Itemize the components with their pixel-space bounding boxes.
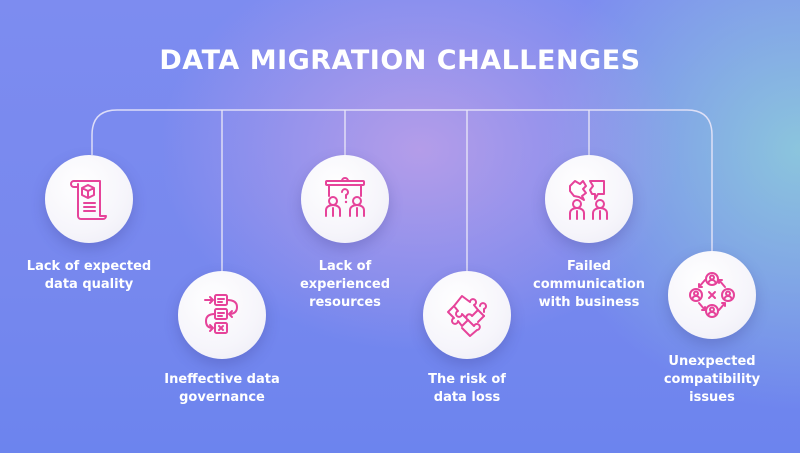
label-line: communication [532,277,646,292]
challenge-circle-compatibility [668,251,756,339]
challenge-label-data-quality: Lack of expected data quality [9,258,169,294]
label-line: Lack of expected [26,259,152,274]
label-line: Unexpected [668,354,756,369]
workflow-icon [204,294,238,334]
document-cube-icon [70,180,107,220]
challenge-circle-data-quality [45,155,133,243]
presentation-question-icon [325,177,365,217]
label-line: compatibility [663,372,761,387]
challenge-label-resources: Lack of experienced resources [265,258,425,312]
puzzle-question-icon [447,295,487,337]
label-line: Lack of [318,259,372,274]
page-title: DATA MIGRATION CHALLENGES [159,45,641,76]
challenge-label-data-loss: The risk of data loss [387,371,547,407]
challenge-label-communication: Failed communication with business [509,258,669,312]
challenge-circle-resources [301,155,389,243]
label-line: data loss [433,390,501,405]
challenge-circle-governance [178,271,266,359]
label-line: data quality [44,277,134,292]
label-line: Ineffective data [164,372,280,387]
label-line: experienced [299,277,391,292]
label-line: governance [179,390,265,405]
label-line: The risk of [428,372,506,387]
challenge-circle-data-loss [423,271,511,359]
people-cycle-icon [689,272,735,318]
label-line: with business [538,295,640,310]
label-line: issues [689,390,735,405]
speech-bubbles-people-icon [569,180,608,220]
challenge-label-governance: Ineffective data governance [142,371,302,407]
label-line: Failed [567,259,611,274]
challenge-label-compatibility: Unexpected compatibility issues [632,353,792,407]
challenge-circle-communication [545,155,633,243]
label-line: resources [309,295,381,310]
